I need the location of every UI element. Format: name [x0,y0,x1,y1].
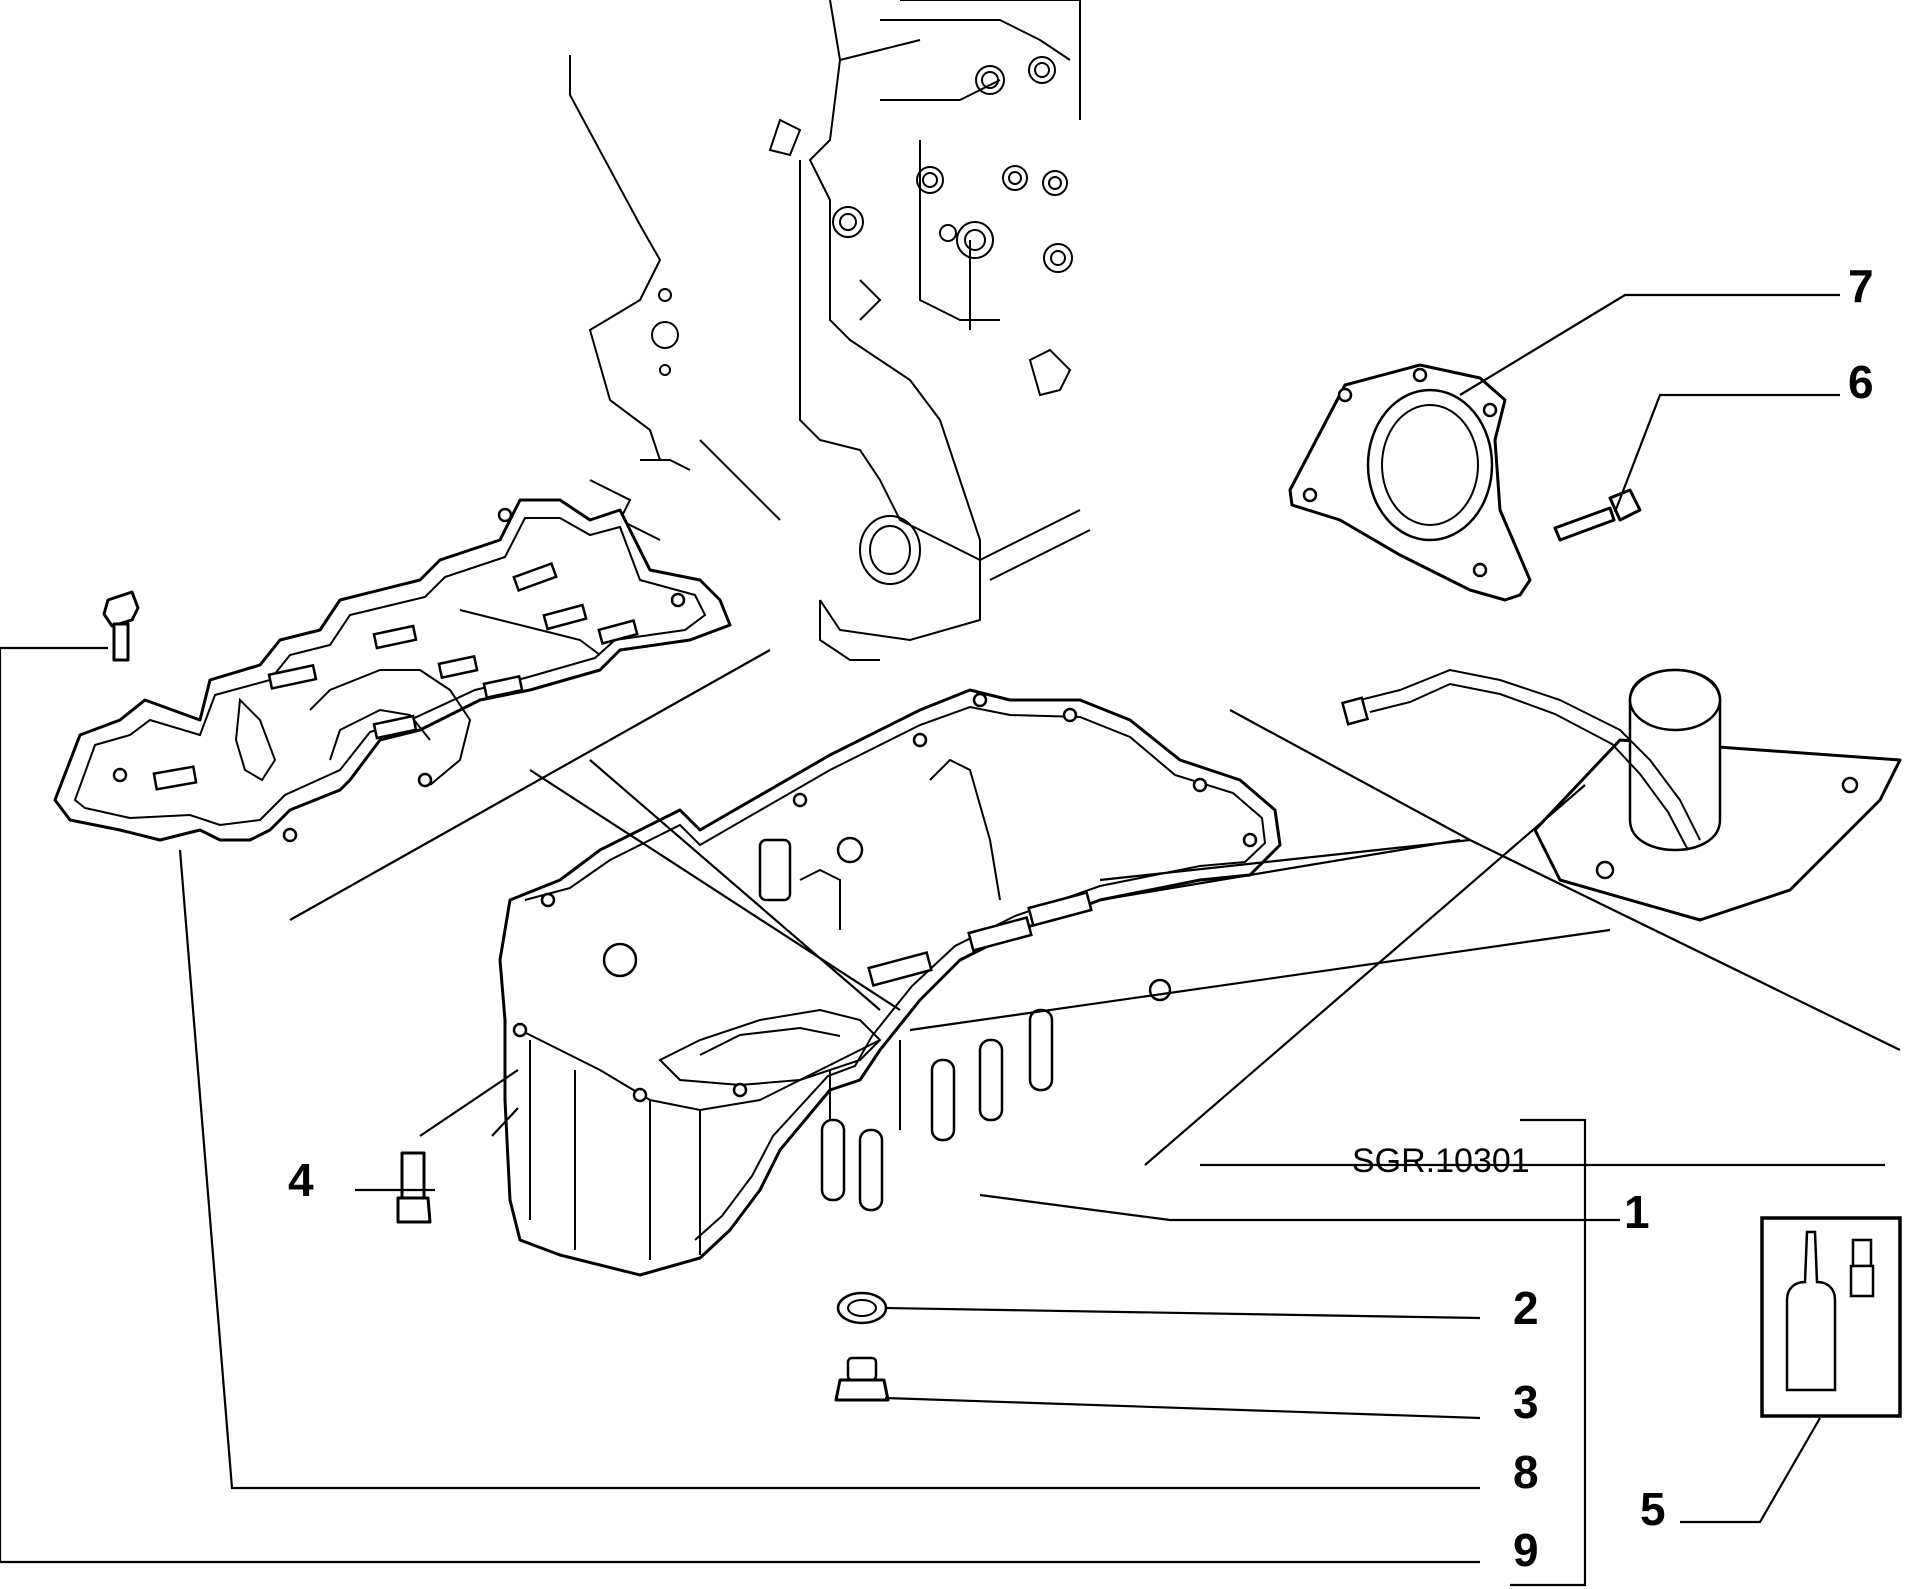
drain-plug-part [834,1356,890,1402]
gasket-screw-part [102,590,140,662]
leader-lines [0,293,1885,1587]
rear-seal-flange-part [1288,363,1532,602]
sump-gasket-part [53,498,732,843]
drain-plug-washer-part [836,1291,888,1325]
engine-block-outline [569,0,1091,661]
callout-2: 2 [1513,1282,1539,1334]
explosion-guide-lines [289,649,1901,1051]
callout-1: 1 [1624,1186,1650,1238]
callout-5: 5 [1640,1483,1666,1535]
sump-screw-part [396,1151,432,1224]
callout-6: 6 [1848,356,1874,408]
flange-screw-part [1553,488,1642,542]
callout-7: 7 [1848,260,1874,312]
oil-suction-pipe-assembly [1340,668,1902,922]
sealant-kit-part [1760,1216,1902,1418]
callout-9: 9 [1513,1524,1539,1576]
reference-code-label: SGR.10301 [1352,1142,1530,1180]
callout-3: 3 [1513,1376,1539,1428]
oil-sump-part [498,688,1282,1277]
callout-4: 4 [288,1154,314,1206]
callout-8: 8 [1513,1446,1539,1498]
